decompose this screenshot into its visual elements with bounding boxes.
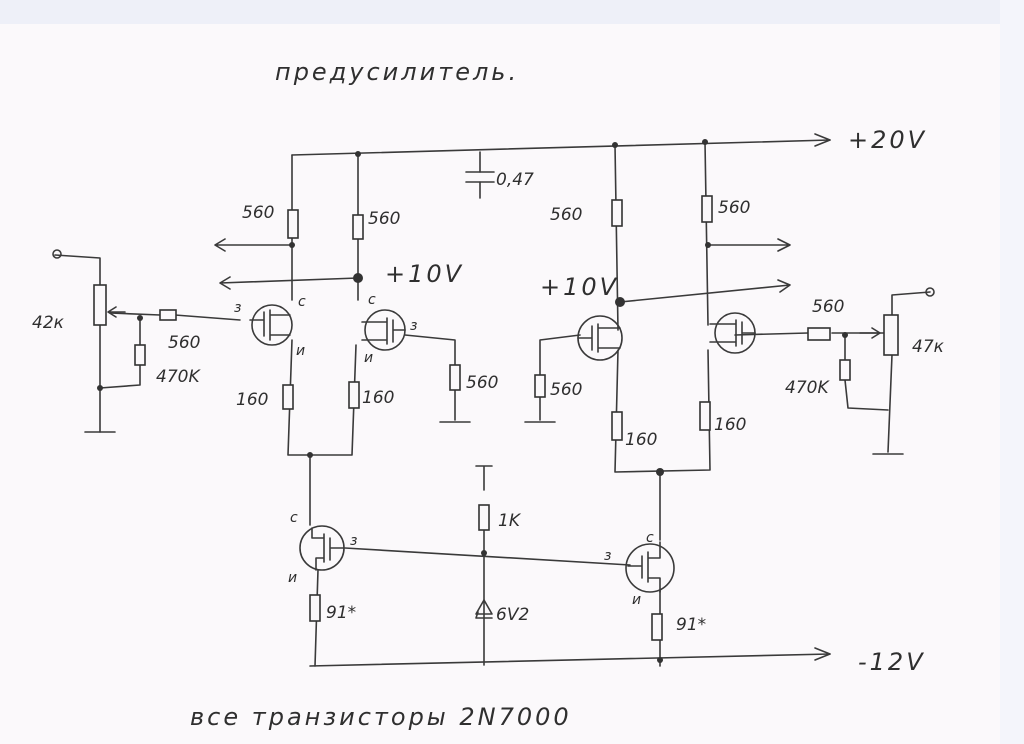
pin-drain-q1: с: [298, 294, 306, 310]
resistor-160-3: [611, 411, 623, 441]
label-r470k-right: 470K: [785, 378, 830, 398]
rail-minus12: [309, 653, 831, 667]
label-minus12: -12V: [858, 648, 926, 676]
label-pot-left: 42к: [32, 313, 65, 333]
transistor-q1: [249, 304, 293, 346]
pin-drain-q5: с: [290, 510, 298, 526]
pin-drain-q2: с: [368, 292, 376, 308]
label-r560-gate-left: 560: [466, 373, 498, 393]
label-r560-gate-right: 560: [550, 380, 582, 400]
resistor-560-4: [701, 195, 713, 223]
pin-gate-q5: з: [350, 533, 357, 549]
resistor-560-3: [611, 199, 623, 227]
resistor-160-4: [699, 401, 711, 431]
footer-note: все транзисторы 2N7000: [190, 703, 572, 731]
transistor-q2: [361, 309, 406, 351]
title: предусилитель.: [275, 58, 519, 86]
resistor-91-left: [309, 594, 321, 622]
resistor-470k-right: [839, 359, 851, 381]
resistors: [134, 195, 851, 641]
transistor-q3: [577, 315, 623, 361]
label-r160-4: 160: [714, 415, 746, 435]
transistor-q6: [625, 541, 675, 593]
label-r560-3: 560: [550, 205, 582, 225]
pot-left: [93, 284, 107, 326]
label-plus10-right: +10V: [540, 273, 619, 301]
pin-source-q6: и: [632, 592, 641, 608]
label-r160-1: 160: [236, 390, 268, 410]
wires: [54, 133, 931, 667]
resistor-560-gate-left: [449, 364, 461, 391]
label-plus10-left: +10V: [385, 260, 464, 288]
resistor-160-2: [348, 381, 360, 409]
transistor-q5: [299, 525, 345, 571]
pin-gate-q1: з: [234, 300, 241, 316]
pin-gate-q6: з: [604, 548, 611, 564]
rail-plus20: [291, 139, 831, 156]
resistor-160-1: [282, 384, 294, 410]
resistor-560-2: [352, 214, 364, 240]
pin-drain-q6: с: [646, 530, 654, 546]
labels: предусилитель. все транзисторы 2N7000 +2…: [32, 58, 945, 731]
label-pot-right: 47к: [912, 337, 945, 357]
potentiometers: [52, 249, 935, 356]
label-r560-2: 560: [368, 209, 400, 229]
label-r560-1: 560: [242, 203, 274, 223]
label-r560-input-left: 560: [168, 333, 200, 353]
resistor-560-input-right: [807, 327, 831, 341]
label-r560-input-right: 560: [812, 297, 844, 317]
transistors: [249, 304, 756, 593]
label-capacitor: 0,47: [496, 170, 534, 190]
label-r160-2: 160: [362, 388, 394, 408]
resistor-470k-left: [134, 344, 146, 366]
pin-source-q2: и: [364, 350, 373, 366]
pot-right: [883, 314, 899, 356]
resistor-560-input-left: [159, 309, 177, 321]
resistor-560-gate-right: [534, 374, 546, 398]
pin-source-q5: и: [288, 570, 297, 586]
resistor-91-right: [651, 613, 663, 641]
label-zener: 6V2: [496, 605, 529, 625]
label-r560-4: 560: [718, 198, 750, 218]
pin-gate-q2: з: [410, 318, 417, 334]
transistor-q4: [709, 312, 756, 354]
resistor-560-1: [287, 209, 299, 239]
scan-right-band: [1000, 0, 1024, 744]
junction-dots: [97, 139, 848, 663]
label-r470k-left: 470K: [156, 367, 201, 387]
label-r91-left: 91*: [326, 603, 356, 623]
resistor-1k: [478, 504, 490, 531]
label-plus20: +20V: [848, 126, 927, 154]
scan-top-band: [0, 0, 1024, 24]
label-r160-3: 160: [625, 430, 657, 450]
label-r1k: 1K: [498, 511, 522, 531]
label-r91-right: 91*: [676, 615, 706, 635]
zener-diode: [475, 599, 493, 619]
pin-source-q1: и: [296, 343, 305, 359]
